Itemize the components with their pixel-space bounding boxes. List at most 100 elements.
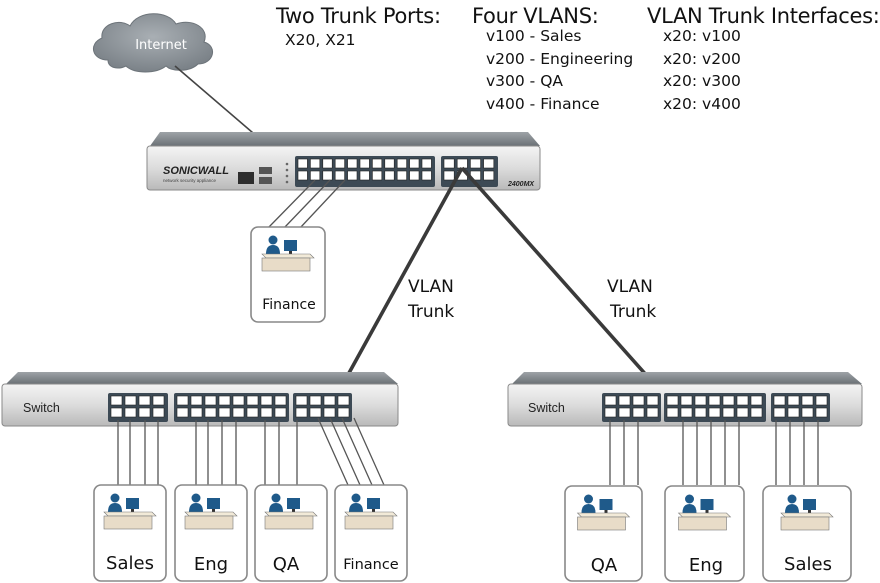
ethernet-port bbox=[470, 158, 481, 169]
trunk-ports-value: X20, X21 bbox=[285, 31, 356, 49]
desk-icon bbox=[103, 511, 157, 517]
workstation-label-qa-left: QA bbox=[273, 554, 300, 575]
desk-icon bbox=[184, 511, 238, 517]
person-icon bbox=[685, 494, 694, 504]
ethernet-port bbox=[722, 395, 735, 406]
vlan-item-1: v100 - Sales bbox=[486, 27, 582, 45]
ethernet-port bbox=[274, 407, 287, 418]
desk-icon bbox=[261, 253, 315, 259]
ethernet-port bbox=[801, 395, 814, 406]
interface-item-4: x20: v400 bbox=[663, 95, 741, 113]
ethernet-port bbox=[124, 407, 137, 418]
vlan-item-4: v400 - Finance bbox=[486, 95, 600, 113]
ethernet-port bbox=[334, 170, 345, 181]
ethernet-port bbox=[260, 395, 273, 406]
workstation-label-qa-right: QA bbox=[591, 555, 618, 576]
ethernet-port bbox=[138, 395, 151, 406]
ethernet-port bbox=[176, 407, 189, 418]
ethernet-port bbox=[604, 407, 617, 418]
ethernet-port bbox=[815, 395, 828, 406]
vlan-item-2: v200 - Engineering bbox=[486, 50, 634, 68]
desk-icon bbox=[576, 512, 631, 518]
ethernet-port bbox=[632, 395, 645, 406]
finance-links bbox=[267, 179, 346, 229]
ethernet-port bbox=[152, 395, 165, 406]
ethernet-port bbox=[736, 395, 749, 406]
trunk-label-left-2: Trunk bbox=[407, 302, 454, 322]
workstation-qa-right bbox=[564, 485, 643, 582]
ethernet-port bbox=[773, 407, 786, 418]
usb-port-icon bbox=[259, 177, 272, 184]
ethernet-port bbox=[110, 407, 123, 418]
vlans-title: Four VLANS: bbox=[472, 4, 599, 28]
monitor-icon bbox=[126, 498, 139, 509]
ethernet-port bbox=[260, 407, 273, 418]
workstation-qa-left bbox=[254, 484, 328, 582]
person-icon bbox=[110, 493, 120, 503]
workstation-eng-right bbox=[664, 485, 745, 582]
workstation-label-finance-left: Finance bbox=[343, 557, 399, 573]
ethernet-port bbox=[750, 395, 763, 406]
person-icon bbox=[271, 493, 281, 503]
person-icon bbox=[584, 494, 593, 504]
ethernet-port bbox=[204, 407, 217, 418]
ethernet-port bbox=[773, 395, 786, 406]
ethernet-port bbox=[421, 170, 432, 181]
ethernet-port bbox=[666, 395, 679, 406]
workstation-sales-left bbox=[93, 484, 167, 582]
ethernet-port bbox=[421, 158, 432, 169]
ethernet-port bbox=[618, 407, 631, 418]
workstation-label-eng-left: Eng bbox=[194, 554, 228, 575]
ethernet-port bbox=[409, 170, 420, 181]
ethernet-port bbox=[218, 395, 231, 406]
ethernet-port bbox=[124, 395, 137, 406]
vlan-trunk-left bbox=[331, 167, 464, 403]
ethernet-port bbox=[334, 158, 345, 169]
ethernet-port bbox=[337, 407, 350, 418]
person-icon bbox=[268, 235, 278, 245]
appliance-ports bbox=[297, 158, 495, 181]
ethernet-port bbox=[152, 407, 165, 418]
ethernet-port bbox=[322, 158, 333, 169]
workstation-label-sales-left: Sales bbox=[106, 553, 154, 574]
ethernet-port bbox=[646, 395, 659, 406]
ethernet-port bbox=[372, 170, 383, 181]
sonicwall-appliance: SONICWALL network security appliance 240… bbox=[146, 132, 541, 191]
ethernet-port bbox=[443, 170, 455, 181]
ethernet-port bbox=[736, 407, 749, 418]
right-drop-cables bbox=[609, 420, 819, 485]
ethernet-port bbox=[396, 158, 407, 169]
ethernet-port bbox=[483, 158, 495, 169]
monitor-icon bbox=[287, 498, 300, 509]
ethernet-port bbox=[396, 170, 407, 181]
workstation-finance-left bbox=[334, 484, 408, 582]
ethernet-port bbox=[708, 395, 721, 406]
ethernet-port bbox=[646, 407, 659, 418]
ethernet-port bbox=[359, 170, 370, 181]
ethernet-port bbox=[680, 395, 693, 406]
ethernet-port bbox=[218, 407, 231, 418]
ethernet-port bbox=[384, 158, 395, 169]
desk-icon bbox=[344, 511, 398, 517]
ethernet-port bbox=[232, 395, 245, 406]
ethernet-port bbox=[694, 395, 707, 406]
person-icon bbox=[787, 494, 797, 504]
monitor-icon bbox=[599, 499, 613, 510]
ethernet-port bbox=[295, 407, 308, 418]
ethernet-port bbox=[372, 158, 383, 169]
ethernet-port bbox=[632, 407, 645, 418]
ethernet-port bbox=[680, 407, 693, 418]
ethernet-port bbox=[409, 158, 420, 169]
ethernet-port bbox=[384, 170, 395, 181]
monitor-icon bbox=[367, 498, 380, 509]
ethernet-port bbox=[309, 407, 322, 418]
ethernet-port bbox=[337, 395, 350, 406]
ethernet-port bbox=[310, 170, 321, 181]
interface-item-3: x20: v300 bbox=[663, 72, 741, 90]
ethernet-port bbox=[708, 407, 721, 418]
ethernet-port bbox=[138, 407, 151, 418]
usb-port-icon bbox=[259, 167, 272, 174]
internet-cloud: Internet bbox=[93, 13, 213, 73]
workstation-label-eng-right: Eng bbox=[689, 555, 723, 576]
